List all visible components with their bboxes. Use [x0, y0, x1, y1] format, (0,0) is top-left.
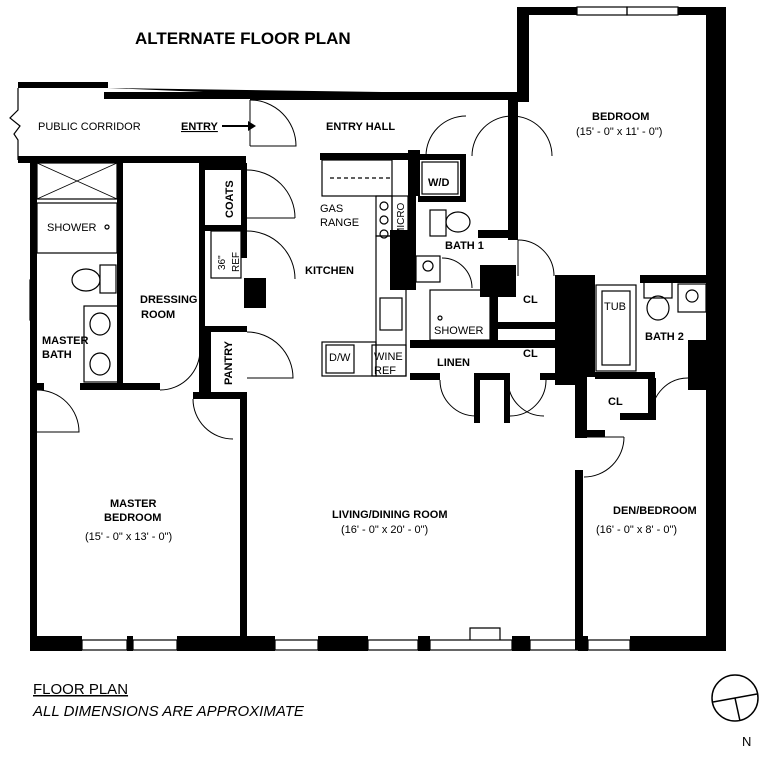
plan-title: ALTERNATE FLOOR PLAN — [135, 29, 351, 48]
label-shower: SHOWER — [434, 325, 484, 337]
label-wine-ref: REF — [374, 365, 396, 377]
label-entry: ENTRY — [181, 121, 219, 133]
label-room: ROOM — [141, 309, 175, 321]
label-dw: D/W — [329, 352, 351, 364]
label-tub: TUB — [604, 301, 626, 313]
label-bedroom-dims: (15' - 0" x 11' - 0") — [576, 126, 662, 138]
label-den: DEN/BEDROOM — [613, 505, 697, 517]
footer-note: ALL DIMENSIONS ARE APPROXIMATE — [32, 703, 305, 720]
label-shower-master: SHOWER — [47, 222, 97, 234]
label-wine: WINE — [374, 351, 403, 363]
label-master-bedroom-1: MASTER — [110, 498, 157, 510]
label-micro: MICRO — [396, 202, 407, 236]
label-den-dims: (16' - 0" x 8' - 0") — [596, 524, 677, 536]
label-living-dims: (16' - 0" x 20' - 0") — [341, 524, 428, 536]
room-labels: PUBLIC CORRIDOR ENTRY ENTRY HALL BEDROOM… — [38, 111, 697, 543]
label-bedroom: BEDROOM — [592, 111, 649, 123]
label-public-corridor: PUBLIC CORRIDOR — [38, 121, 141, 133]
label-ref-size: 36" — [217, 255, 228, 270]
label-master-bedroom-2: BEDROOM — [104, 512, 161, 524]
label-living: LIVING/DINING ROOM — [332, 509, 448, 521]
label-linen: LINEN — [437, 357, 470, 369]
label-bath2: BATH 2 — [645, 331, 684, 343]
label-cl-2: CL — [523, 348, 538, 360]
label-coats: COATS — [224, 180, 236, 218]
label-master: MASTER — [42, 335, 89, 347]
label-gas: GAS — [320, 203, 343, 215]
fixtures — [9, 6, 707, 651]
label-bath1: BATH 1 — [445, 240, 484, 252]
label-master-bedroom-dims: (15' - 0" x 13' - 0") — [85, 531, 172, 543]
label-kitchen: KITCHEN — [305, 265, 354, 277]
label-bath: BATH — [42, 349, 72, 361]
north-arrow-icon: N — [711, 674, 759, 749]
walls — [18, 7, 726, 651]
label-dressing: DRESSING — [140, 294, 197, 306]
label-cl-3: CL — [608, 396, 623, 408]
label-cl-1: CL — [523, 294, 538, 306]
label-range: RANGE — [320, 217, 359, 229]
footer-heading: FLOOR PLAN — [33, 681, 128, 698]
label-wd: W/D — [428, 177, 449, 189]
label-ref: REF — [231, 252, 242, 272]
compass-label: N — [742, 734, 751, 749]
label-pantry: PANTRY — [223, 340, 235, 385]
label-entry-hall: ENTRY HALL — [326, 121, 395, 133]
